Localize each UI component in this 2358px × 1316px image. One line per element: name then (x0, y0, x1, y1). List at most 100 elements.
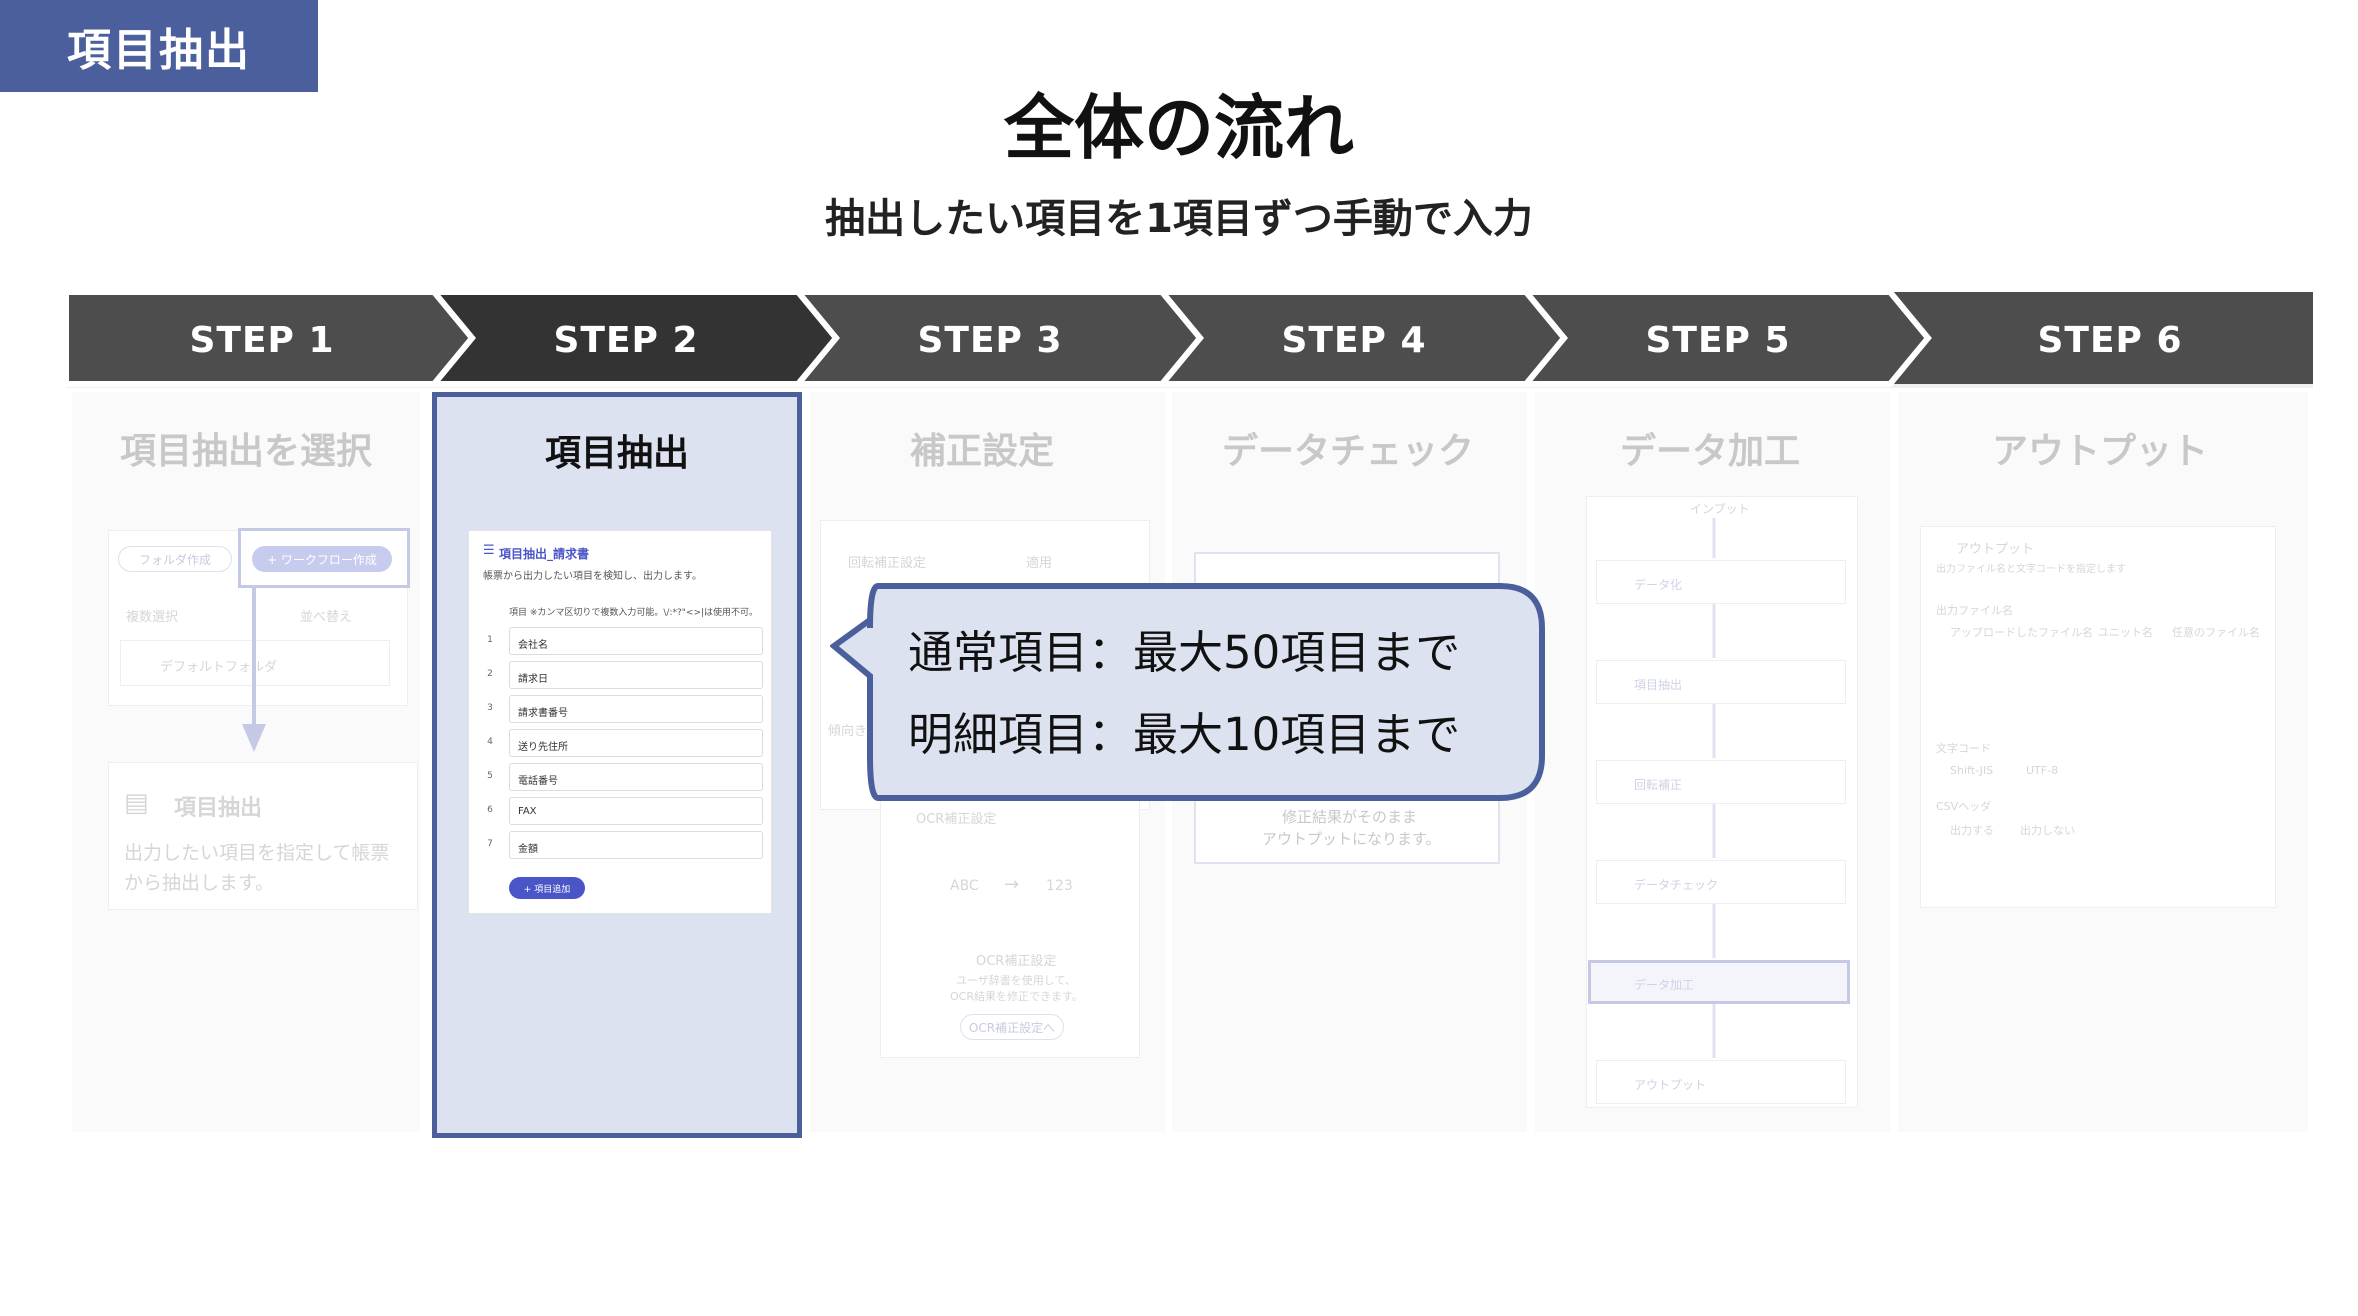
item-input[interactable]: 請求書番号 (509, 695, 763, 723)
flow-step-text: データチェック (1634, 878, 1719, 892)
flow-step-text: アウトプット (1634, 1078, 1707, 1092)
callout-bubble (830, 583, 1545, 801)
encoding-option[interactable]: UTF-8 (2026, 764, 2059, 777)
filename-label: 出力ファイル名 (1936, 604, 2013, 617)
row-number: 1 (487, 635, 493, 645)
item-row: 4 送り先住所 (483, 729, 763, 757)
rotation-apply-text: 適用 (1026, 556, 1053, 571)
ocr-desc-2: OCR結果を修正できます。 (950, 990, 1083, 1003)
step1-title: 項目抽出を選択 (119, 431, 372, 472)
panel-column-head: 項目 ※カンマ区切りで複数入力可能。\/:*?"<>|は使用不可。 (509, 608, 759, 618)
flow-step-box (1596, 560, 1846, 604)
list-icon: ☰ (483, 543, 495, 558)
down-arrow-icon (242, 588, 266, 752)
abc-icon: ABC (950, 878, 979, 894)
csv-option[interactable]: 出力する (1950, 824, 1994, 837)
flow-step-box-highlighted (1588, 960, 1850, 1004)
step-label-1: STEP 1 (189, 319, 335, 361)
item-row: 6 FAX (483, 797, 763, 825)
step-label-4: STEP 4 (1281, 319, 1427, 361)
flow-step-box (1596, 1060, 1846, 1104)
workflow-create-button[interactable]: + ワークフロー作成 (252, 546, 392, 572)
step4-note-1: 修正結果がそのまま (1282, 808, 1418, 826)
encoding-option[interactable]: Shift-JIS (1950, 764, 1994, 777)
step1-card-desc-1: 出力したい項目を指定して帳票 (124, 842, 390, 864)
flow-input-text: インプット (1690, 502, 1750, 516)
item-value: 請求日 (518, 674, 548, 685)
item-value: FAX (518, 806, 537, 817)
filename-option[interactable]: ユニット名 (2098, 626, 2153, 639)
step3-title: 補正設定 (909, 431, 1054, 472)
step6-title: アウトプット (1991, 431, 2208, 472)
encoding-label: 文字コード (1936, 742, 1991, 755)
csv-option[interactable]: 出力しない (2020, 824, 2075, 837)
output-title: アウトプット (1956, 542, 2035, 557)
item-extraction-panel: ☰ 項目抽出_請求書 帳票から出力したい項目を検知し、出力します。 項目 ※カン… (468, 530, 772, 914)
folder-create-button[interactable]: フォルダ作成 (118, 546, 232, 572)
item-input[interactable]: FAX (509, 797, 763, 825)
flow-step-text: データ化 (1634, 578, 1683, 592)
flow-step-text: 回転補正 (1634, 778, 1683, 792)
item-row: 3 請求書番号 (483, 695, 763, 723)
item-input[interactable]: 会社名 (509, 627, 763, 655)
step-label-2: STEP 2 (553, 319, 699, 361)
item-value: 請求書番号 (518, 708, 568, 719)
num-icon: 123 (1046, 878, 1073, 894)
ocr-title: OCR補正設定 (976, 954, 1057, 969)
item-input[interactable]: 送り先住所 (509, 729, 763, 757)
step5-title: データ加工 (1619, 431, 1800, 472)
section-tag: 項目抽出 (0, 0, 318, 92)
row-number: 3 (487, 703, 493, 713)
step3-ocr-card (880, 790, 1140, 1058)
step4-title: データチェック (1221, 431, 1474, 472)
ocr-setting-button[interactable]: OCR補正設定へ (960, 1014, 1064, 1040)
step1-card-desc-2: から抽出します。 (124, 872, 275, 894)
add-item-button[interactable]: + 項目追加 (509, 877, 585, 899)
item-input[interactable]: 金額 (509, 831, 763, 859)
page-title: 全体の流れ (1004, 87, 1354, 169)
item-value: 電話番号 (518, 776, 558, 787)
step1-card-title: 項目抽出 (174, 796, 263, 821)
step1-card-icon: ▤ (124, 788, 149, 818)
flow-connector-lines (1712, 518, 1716, 1058)
filename-option[interactable]: アップロードしたファイル名 (1950, 626, 2093, 639)
multi-select-text: 複数選択 (126, 610, 179, 625)
item-row: 2 請求日 (483, 661, 763, 689)
step-chevron-6 (1890, 292, 2313, 384)
callout-line-1: 通常項目：最大50項目まで (908, 626, 1461, 679)
callout-line-2: 明細項目：最大10項目まで (908, 708, 1461, 761)
row-number: 7 (487, 839, 493, 849)
filename-option[interactable]: 任意のファイル名 (2172, 626, 2260, 639)
arrow-right-icon: → (1004, 874, 1020, 895)
item-row: 1 会社名 (483, 627, 763, 655)
step-chevrons (66, 292, 2313, 387)
row-number: 2 (487, 669, 493, 679)
step4-note-2: アウトプットになります。 (1262, 830, 1441, 848)
csv-header-label: CSVヘッダ (1936, 800, 1992, 813)
flow-step-text: データ加工 (1634, 978, 1695, 992)
flow-step-box (1596, 860, 1846, 904)
workflow-button-highlight (238, 528, 410, 588)
panel-description: 帳票から出力したい項目を検知し、出力します。 (483, 571, 702, 582)
item-value: 金額 (518, 844, 538, 855)
default-folder-label: デフォルトフォルダ (160, 660, 278, 675)
row-number: 6 (487, 805, 493, 815)
sort-text: 並べ替え (300, 610, 353, 625)
ocr-setting-text: OCR補正設定 (916, 812, 997, 827)
row-number: 4 (487, 737, 493, 747)
item-input[interactable]: 請求日 (509, 661, 763, 689)
step-label-5: STEP 5 (1645, 319, 1791, 361)
output-desc: 出力ファイル名と文字コードを指定します (1936, 564, 2126, 575)
step1-card[interactable] (108, 762, 418, 910)
step6-output-panel (1920, 526, 2276, 908)
item-value: 会社名 (518, 640, 548, 651)
page-subtitle: 抽出したい項目を1項目ずつ手動で入力 (825, 196, 1533, 242)
item-value: 送り先住所 (518, 742, 568, 753)
item-input[interactable]: 電話番号 (509, 763, 763, 791)
rotation-setting-text: 回転補正設定 (848, 556, 927, 571)
ocr-desc-1: ユーザ辞書を使用して、 (956, 974, 1076, 987)
panel-title: 項目抽出_請求書 (499, 547, 590, 561)
step-chevron-1 (66, 292, 476, 387)
flow-step-box (1596, 660, 1846, 704)
